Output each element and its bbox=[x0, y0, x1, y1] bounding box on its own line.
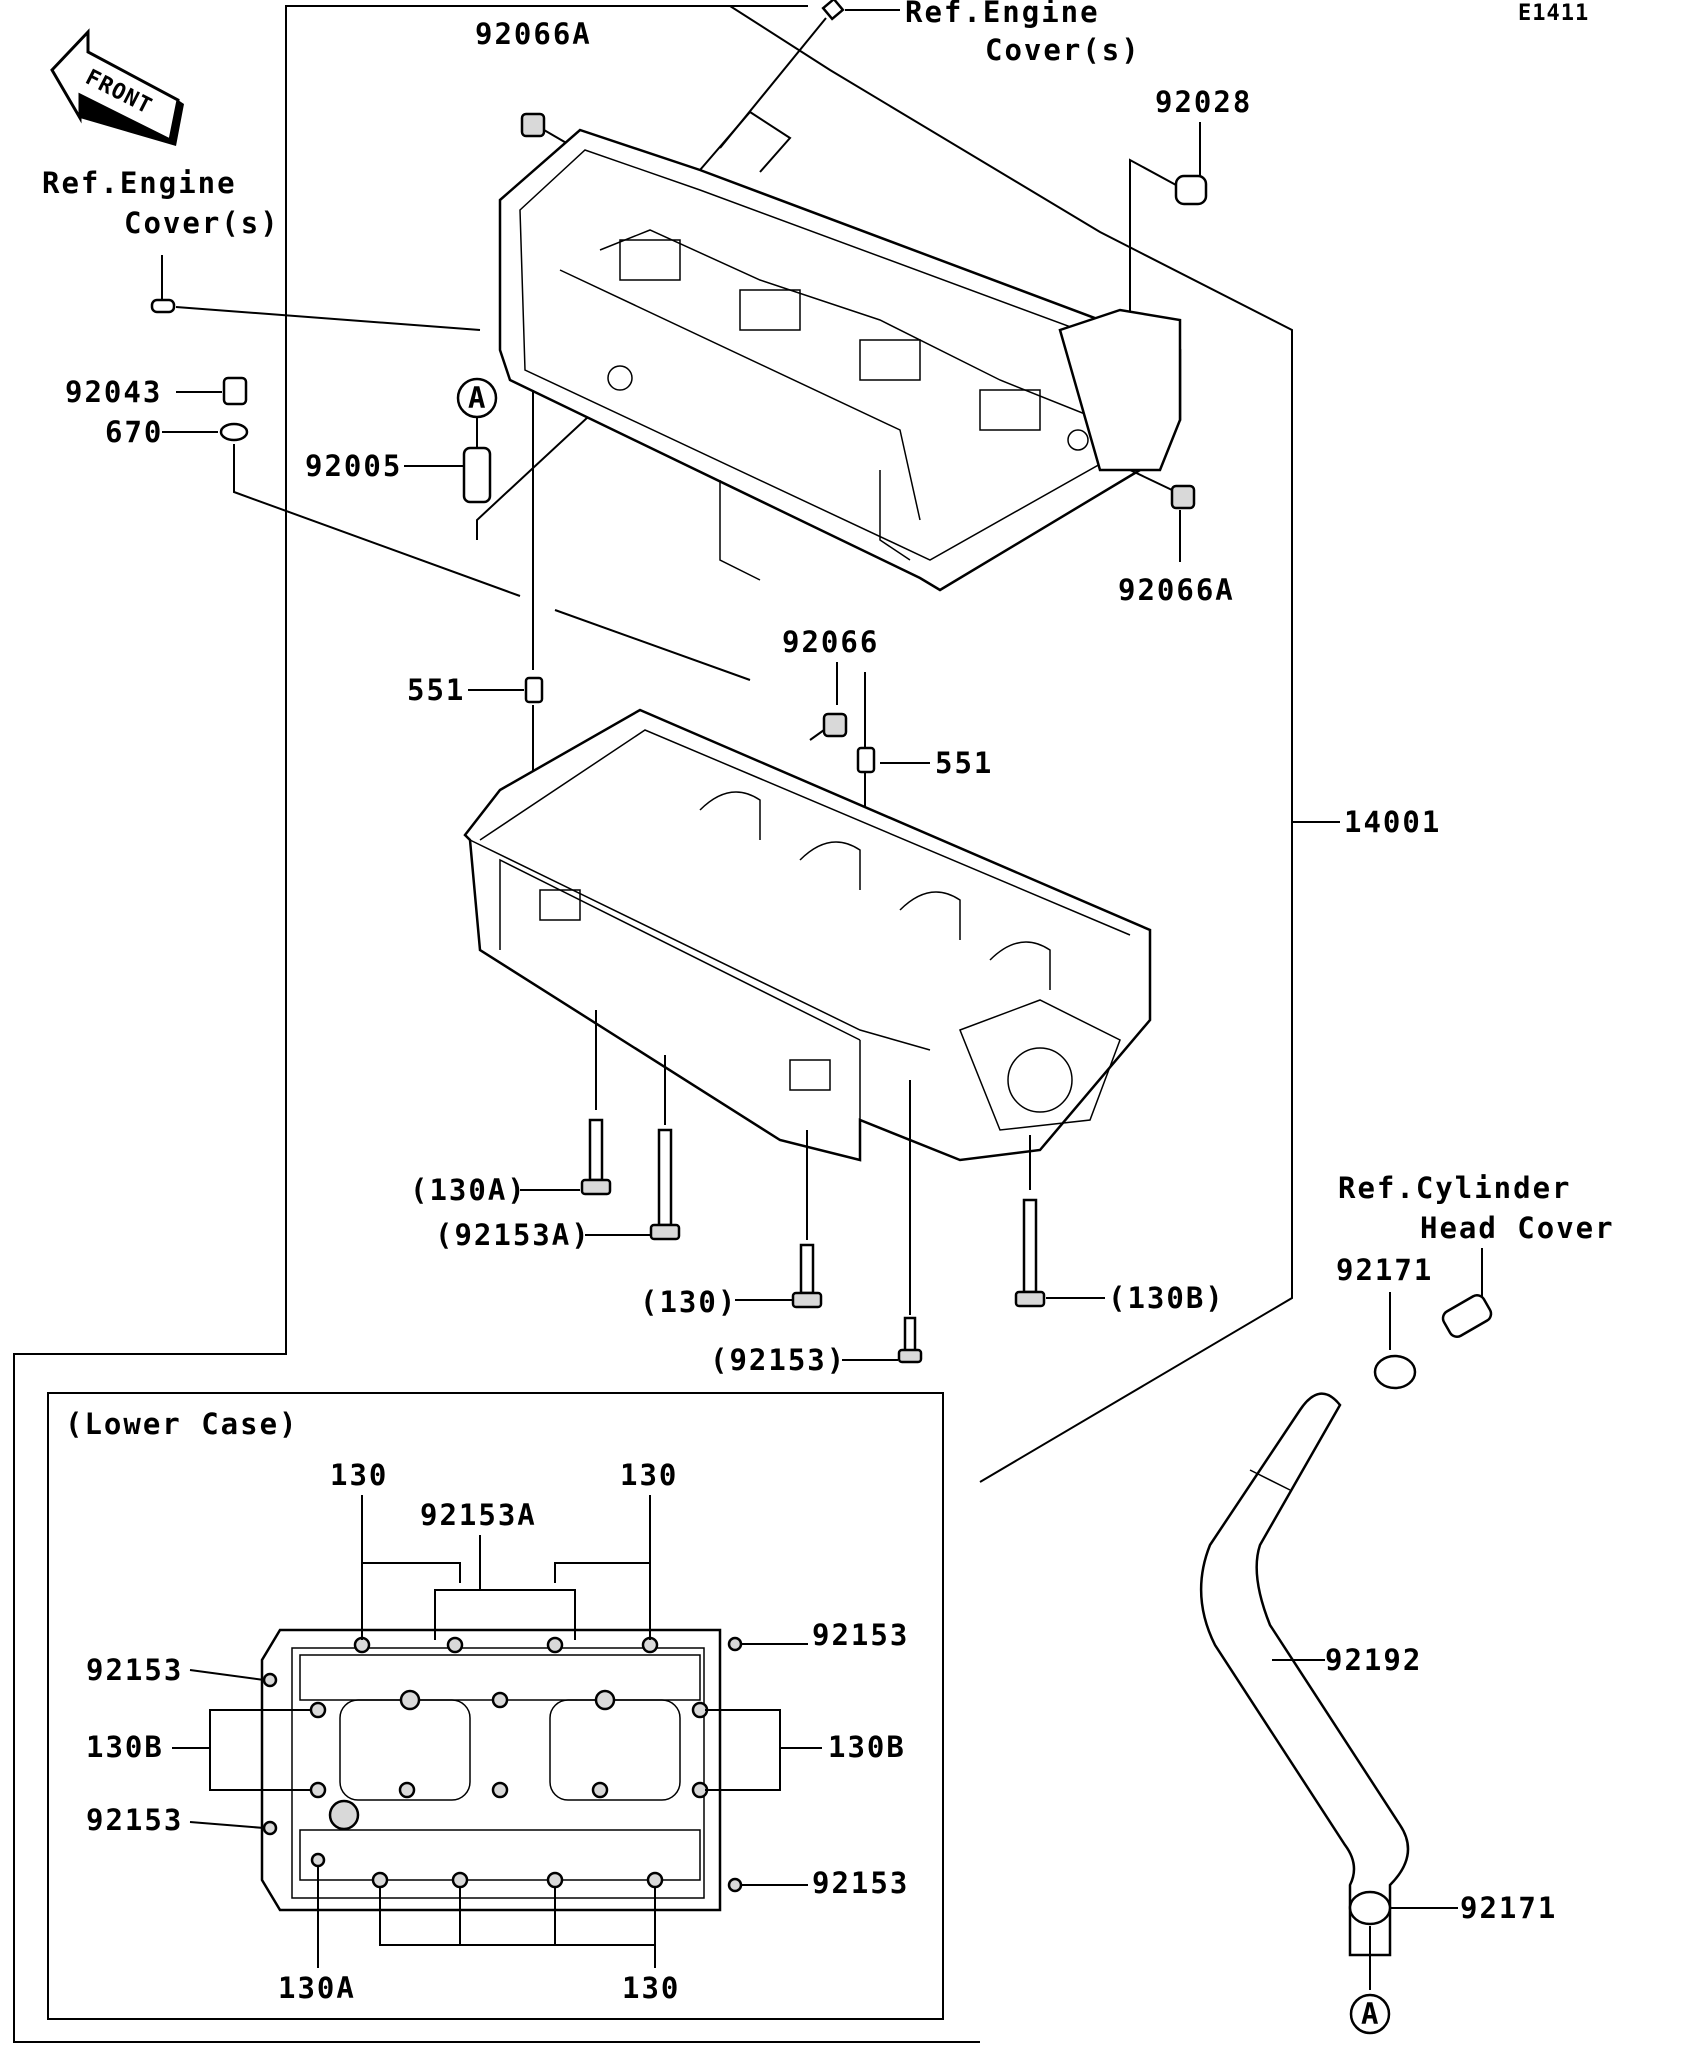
part-670: 670 bbox=[105, 415, 163, 449]
lc-130-top-right: 130 bbox=[620, 1458, 678, 1492]
bolt-92153-icon bbox=[903, 1316, 917, 1354]
dowel-pin-icon bbox=[821, 0, 845, 21]
part-92171-top: 92171 bbox=[1336, 1253, 1433, 1287]
assembly-boundary bbox=[13, 5, 980, 2043]
marker-a-top-label: A bbox=[468, 381, 487, 415]
part-92066A-top: 92066A bbox=[475, 17, 592, 51]
fitting-icon bbox=[1441, 1294, 1493, 1338]
part-92066: 92066 bbox=[782, 625, 879, 659]
dowel-left-icon bbox=[524, 676, 544, 704]
part-551-left: 551 bbox=[407, 673, 465, 707]
lc-130B-right: 130B bbox=[828, 1730, 906, 1764]
clamp-top-icon bbox=[1373, 1354, 1417, 1390]
lower-case-bottom-view bbox=[260, 1628, 743, 1912]
hose-icon bbox=[1199, 1392, 1410, 1957]
lower-crankcase bbox=[463, 708, 1152, 1162]
nut-92066-icon bbox=[822, 712, 848, 738]
bushing-icon bbox=[222, 376, 248, 406]
part-130B: (130B) bbox=[1108, 1281, 1225, 1315]
lc-130A: 130A bbox=[278, 1971, 356, 2005]
lc-92153-mid-left: 92153 bbox=[86, 1653, 183, 1687]
ref-engine-cover-left-1: Ref.Engine bbox=[42, 166, 237, 200]
plug-icon bbox=[1174, 174, 1208, 206]
bolt-130B-icon bbox=[1022, 1198, 1038, 1294]
diagram-code: E1411 bbox=[1518, 1, 1589, 26]
lc-130-top-left: 130 bbox=[330, 1458, 388, 1492]
lc-130B-left: 130B bbox=[86, 1730, 164, 1764]
part-92028: 92028 bbox=[1155, 85, 1252, 119]
part-92192: 92192 bbox=[1325, 1643, 1422, 1677]
lower-case-title: (Lower Case) bbox=[65, 1407, 299, 1441]
ref-cyl-head-1: Ref.Cylinder bbox=[1338, 1171, 1572, 1205]
pin-icon bbox=[150, 298, 176, 314]
part-92005: 92005 bbox=[305, 449, 402, 483]
part-551-right: 551 bbox=[935, 746, 993, 780]
nut-icon bbox=[520, 112, 546, 138]
marker-a-bottom bbox=[1349, 1993, 1391, 2035]
ref-engine-cover-top-2: Cover(s) bbox=[985, 33, 1141, 67]
part-130: (130) bbox=[640, 1285, 737, 1319]
part-92153: (92153) bbox=[710, 1343, 846, 1377]
lc-92153-bottom-right: 92153 bbox=[812, 1866, 909, 1900]
part-14001: 14001 bbox=[1344, 805, 1441, 839]
oil-jet-icon bbox=[462, 446, 492, 504]
ref-cyl-head-2: Head Cover bbox=[1420, 1211, 1615, 1245]
marker-a-top bbox=[456, 377, 498, 419]
front-arrow-icon: FRONT bbox=[50, 28, 184, 146]
nut-right-icon bbox=[1170, 484, 1196, 510]
bolt-92153A-icon bbox=[657, 1128, 673, 1227]
lc-92153-top-right: 92153 bbox=[812, 1618, 909, 1652]
clamp-bottom-icon bbox=[1348, 1890, 1392, 1926]
o-ring-icon bbox=[219, 422, 249, 442]
lc-92153A: 92153A bbox=[420, 1498, 537, 1532]
lc-92153-bottom-left: 92153 bbox=[86, 1803, 183, 1837]
part-92171-bottom: 92171 bbox=[1460, 1891, 1557, 1925]
lc-130-bottom: 130 bbox=[622, 1971, 680, 2005]
ref-engine-cover-top-1: Ref.Engine bbox=[905, 0, 1100, 29]
lower-case-inset bbox=[47, 1392, 944, 2020]
bolt-130-icon bbox=[799, 1243, 815, 1295]
part-92043: 92043 bbox=[65, 375, 162, 409]
upper-crankcase bbox=[498, 128, 1182, 592]
ref-engine-cover-left-2: Cover(s) bbox=[124, 206, 280, 240]
dowel-right-icon bbox=[856, 746, 876, 774]
part-130A: (130A) bbox=[410, 1173, 527, 1207]
bolt-130A-icon bbox=[588, 1118, 604, 1182]
part-92153A: (92153A) bbox=[435, 1218, 591, 1252]
part-92066A-right: 92066A bbox=[1118, 573, 1235, 607]
marker-a-bottom-label: A bbox=[1361, 1997, 1380, 2031]
